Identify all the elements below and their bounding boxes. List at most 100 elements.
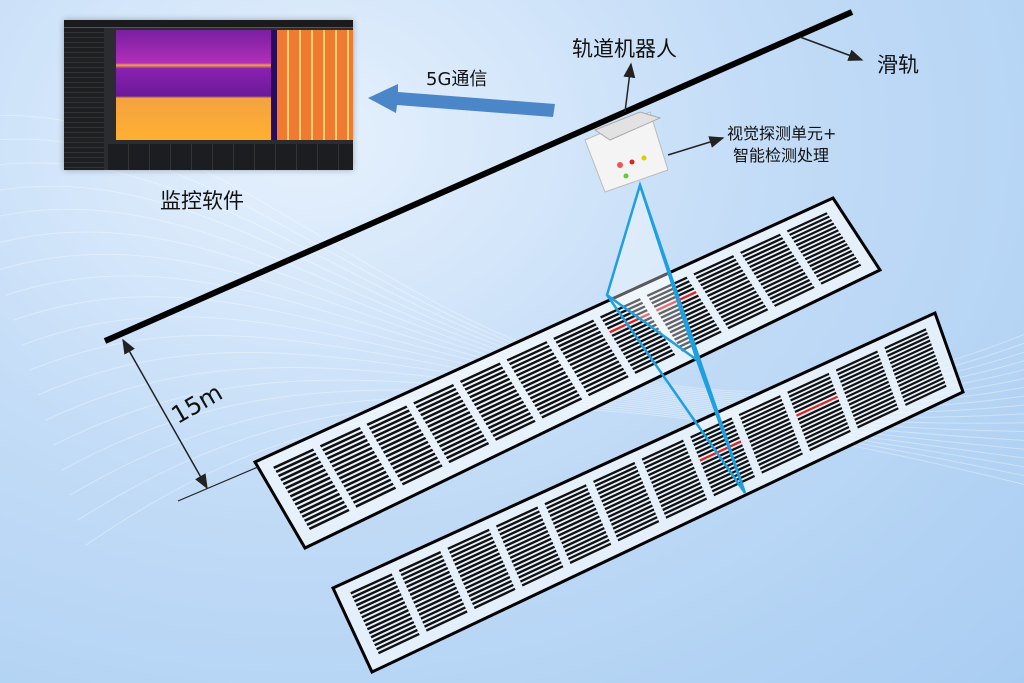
cell-row [574,352,615,374]
cell-row [702,269,744,290]
cell-row [296,488,338,510]
cell-row [648,280,690,301]
cell-row [441,430,483,452]
cell-row [841,365,884,387]
cell-row [462,366,504,387]
cell-row [900,373,943,395]
cell-row [490,412,532,434]
cell-row [476,389,518,410]
cell-row [809,246,851,268]
cell-row [434,418,476,440]
cell-row [519,561,562,583]
defect-cell-row [796,395,838,417]
solar-panel-strips [252,196,965,675]
cell-row [427,407,469,428]
cell-row [472,583,514,606]
cell-row [615,516,658,538]
cell-row [894,354,936,376]
cell-row [657,478,700,500]
cell-row [802,236,844,257]
cell-row [700,265,742,287]
distance-dimension [122,338,259,502]
cell-row [767,275,809,297]
cell-row [547,491,591,514]
cell-row [587,375,629,397]
cell-row [566,534,609,557]
cell-row [585,371,627,393]
cell-row [387,440,429,462]
cell-row [809,429,851,452]
cell-row [448,441,490,464]
cell-row [413,384,455,405]
cell-row [487,408,529,430]
cell-row [793,388,836,410]
cell-row [803,414,846,436]
cell-row [847,380,890,402]
cell-row [425,610,468,632]
cell-row [646,451,689,473]
cell-row [665,497,708,519]
cell-row [618,327,660,349]
cell-row [443,434,485,456]
cell-row [466,373,508,395]
cell-row [756,440,799,463]
cell-row [571,349,613,370]
cell-row [564,530,607,553]
cell-row [659,482,701,504]
cell-row [378,425,420,446]
cell-row [508,344,550,366]
cell-row [769,279,811,300]
cell-row [518,359,560,381]
cell-row [711,471,754,493]
cell-row [464,370,506,391]
cell-row [795,225,837,247]
cell-row [750,425,793,447]
cell-row [578,360,620,382]
cell-row [898,365,940,388]
cell-row [857,407,899,429]
cell-row [483,400,525,422]
cell-row [644,447,687,469]
cell-row [397,456,438,478]
cell-row [741,402,784,424]
cell-row [646,276,688,297]
cell-row [350,573,393,595]
cell-row [407,570,450,593]
cell-row [336,454,378,476]
cell-row [711,283,753,305]
cell-row [744,410,787,432]
cell-row [478,393,520,414]
cell-row [852,395,895,418]
rail-label: 滑轨 [877,53,919,77]
cell-row [551,499,594,521]
cell-row [835,350,878,372]
cell-row [746,414,789,436]
cell-row [529,378,571,400]
cell-row [359,593,402,615]
cell-row [494,419,536,441]
cell-row [569,542,612,564]
cell-row [804,239,846,261]
cell-row [753,433,796,455]
cell-row [602,301,644,323]
rail-pointer-arrow [799,36,864,61]
cell-row [727,308,769,330]
cell-row [341,462,383,484]
cell-row [749,247,791,269]
cell-row [606,492,649,515]
cell-row [887,335,930,357]
cell-row [680,330,722,352]
cell-row [855,403,898,425]
cell-row [848,384,891,406]
cell-row [556,511,599,533]
cell-row [513,545,556,567]
cell-row [544,484,587,506]
cell-row [580,364,622,385]
cell-row [282,464,324,486]
cell-row [436,422,478,444]
cell-row [614,512,657,534]
cell-row [420,395,462,417]
cell-row [752,429,795,451]
cell-row [616,323,657,345]
cell-row [567,341,609,363]
